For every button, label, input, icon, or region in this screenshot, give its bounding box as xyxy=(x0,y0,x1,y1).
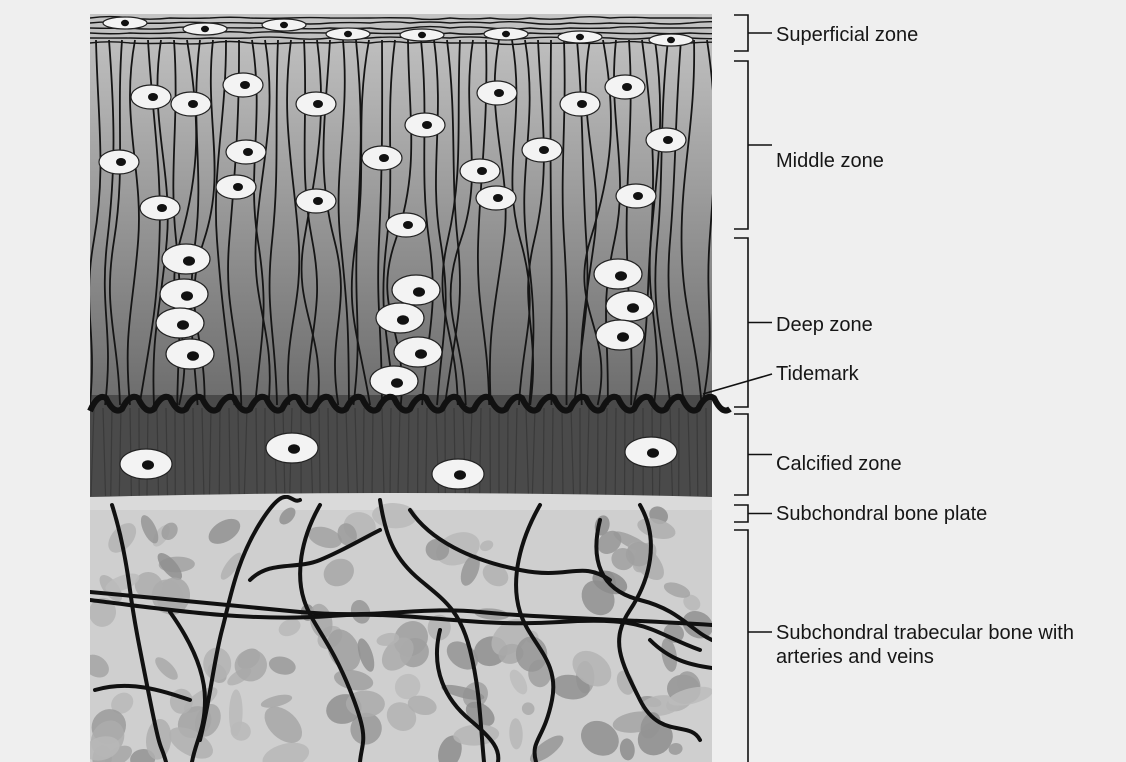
zone-brackets xyxy=(734,15,772,762)
tidemark-pointer xyxy=(703,374,772,394)
deep-zone-label: Deep zone xyxy=(776,313,873,337)
superficial-zone-label: Superficial zone xyxy=(776,23,918,47)
calcified-zone-label: Calcified zone xyxy=(776,452,902,476)
middle-zone-label: Middle zone xyxy=(776,149,884,173)
subchondral-trabecular-bone-label: Subchondral trabecular bone with arterie… xyxy=(776,621,1116,669)
tidemark-label: Tidemark xyxy=(776,362,859,386)
subchondral-bone-plate-label: Subchondral bone plate xyxy=(776,502,987,526)
